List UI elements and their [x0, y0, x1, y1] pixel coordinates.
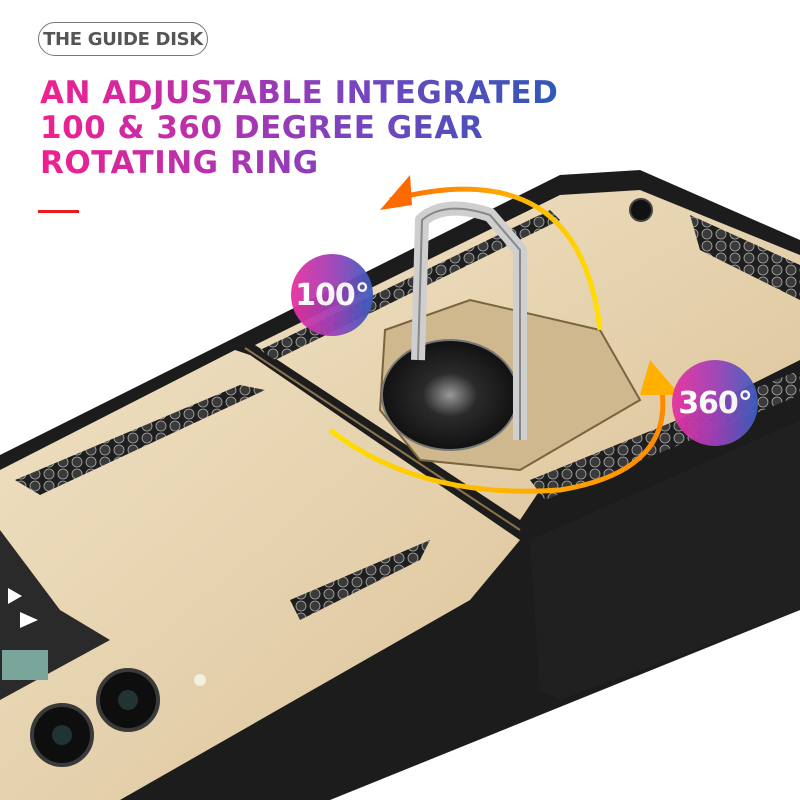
section-tag-label: THE GUIDE DISK	[43, 28, 203, 50]
headline-line-2: 100 & 360 DEGREE GEAR	[40, 110, 484, 146]
cover-screen	[0, 530, 110, 700]
screw-hole	[629, 198, 653, 222]
badge-100-degree: 100°	[291, 254, 373, 336]
badge-100-label: 100°	[295, 277, 370, 313]
tilt-arrow-icon	[389, 186, 603, 331]
ring-holder	[378, 201, 642, 472]
accent-divider	[38, 210, 79, 213]
flash	[194, 674, 206, 686]
section-tag: THE GUIDE DISK	[38, 22, 208, 56]
headline: AN ADJUSTABLE INTEGRATED 100 & 360 DEGRE…	[40, 76, 560, 181]
badge-360-label: 360°	[678, 385, 753, 421]
headline-line-1: AN ADJUSTABLE INTEGRATED	[40, 75, 559, 111]
rotate-arrow-icon	[328, 379, 666, 494]
badge-360-degree: 360°	[672, 360, 758, 446]
headline-line-3: ROTATING RING	[40, 145, 319, 181]
